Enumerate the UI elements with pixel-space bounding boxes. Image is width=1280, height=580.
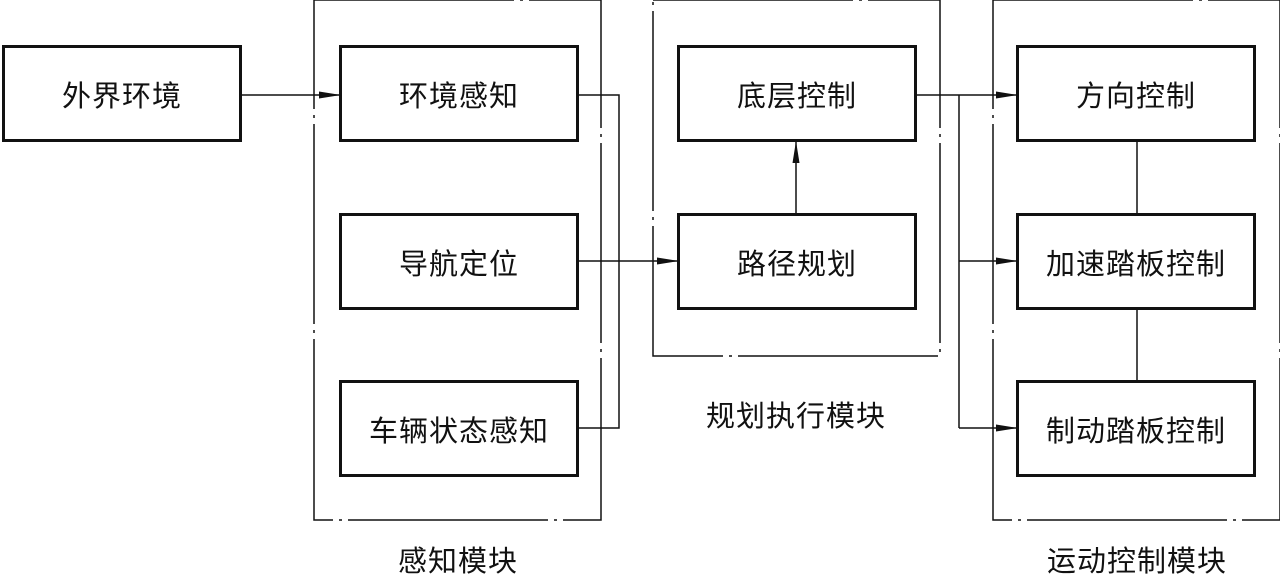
environment-perception-box: 环境感知 xyxy=(339,45,579,142)
low-level-control-label: 底层控制 xyxy=(736,78,857,113)
brake-pedal-control-label: 制动踏板控制 xyxy=(1045,413,1226,448)
external-environment-box: 外界环境 xyxy=(2,45,242,142)
environment-perception-label: 环境感知 xyxy=(398,78,519,113)
accelerator-pedal-control-label: 加速踏板控制 xyxy=(1045,246,1226,281)
planning-execution-module-frame xyxy=(652,0,941,357)
brake-pedal-control-box: 制动踏板控制 xyxy=(1016,380,1256,477)
navigation-positioning-label: 导航定位 xyxy=(398,246,519,281)
motion-control-module-caption: 运动控制模块 xyxy=(1046,544,1227,578)
planning-execution-module-caption: 规划执行模块 xyxy=(705,399,886,433)
motion-control-module-frame xyxy=(992,0,1280,521)
accelerator-pedal-control-box: 加速踏板控制 xyxy=(1016,213,1256,310)
steering-control-box: 方向控制 xyxy=(1016,45,1256,142)
vehicle-state-perception-label: 车辆状态感知 xyxy=(368,413,549,448)
path-planning-label: 路径规划 xyxy=(736,246,857,281)
navigation-positioning-box: 导航定位 xyxy=(339,213,579,310)
vehicle-state-perception-box: 车辆状态感知 xyxy=(339,380,579,477)
path-planning-box: 路径规划 xyxy=(677,213,917,310)
external-environment-label: 外界环境 xyxy=(61,78,182,113)
low-level-control-box: 底层控制 xyxy=(677,45,917,142)
perception-module-frame xyxy=(313,0,602,521)
perception-module-caption: 感知模块 xyxy=(397,544,518,578)
steering-control-label: 方向控制 xyxy=(1075,78,1196,113)
